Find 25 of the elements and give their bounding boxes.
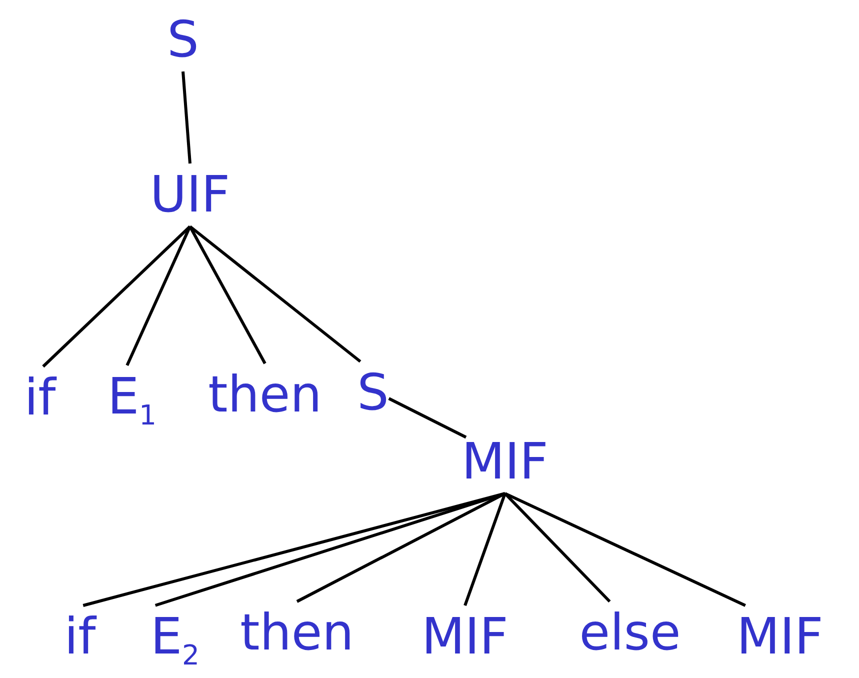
tree-branch-line — [189, 225, 362, 363]
tree-branch-line — [504, 492, 611, 603]
tree-node-label: if — [24, 370, 56, 426]
tree-branch-line — [154, 492, 506, 607]
tree-node-label: S — [167, 12, 199, 68]
tree-branch-line — [388, 397, 467, 439]
tree-node-label: E$_{1}$ — [107, 369, 157, 431]
tree-branch-line — [82, 492, 506, 607]
tree-branch-line — [464, 493, 506, 606]
tree-node-label: then — [208, 368, 322, 422]
tree-branch-line — [126, 226, 192, 366]
tree-node-label: UIF — [150, 168, 230, 222]
tree-branch-line — [504, 492, 746, 607]
tree-node-label: S — [357, 366, 389, 420]
tree-node-label: MIF — [736, 610, 824, 664]
tree-node-label: MIF — [462, 434, 548, 490]
tree-node-label: then — [240, 606, 354, 660]
tree-node-label: else — [579, 606, 681, 660]
tree-branch-line — [188, 226, 266, 364]
tree-branch-line — [182, 71, 192, 164]
tree-node-label: E$_{2}$ — [150, 609, 200, 671]
tree-node-label: if — [64, 610, 96, 664]
tree-branch-line — [42, 225, 192, 368]
tree-branch-line — [296, 492, 506, 603]
tree-node-label: MIF — [422, 610, 508, 664]
